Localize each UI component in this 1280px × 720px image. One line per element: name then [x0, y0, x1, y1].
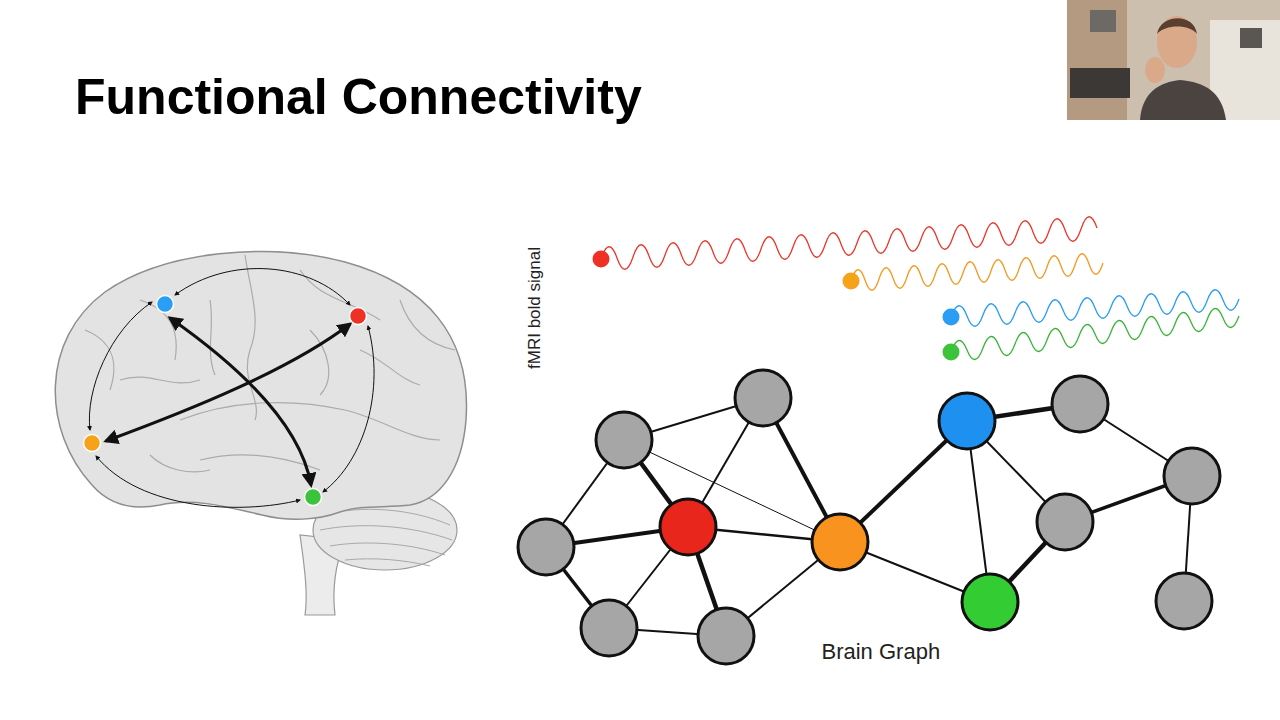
graph-node: [735, 370, 791, 426]
brain-outline: [55, 252, 466, 520]
graph-node: [962, 574, 1018, 630]
brain-region-dot: [157, 296, 174, 313]
graph-node: [1037, 494, 1093, 550]
bold-signal: [851, 254, 1103, 291]
graph-node: [596, 412, 652, 468]
connectivity-arrow: [170, 318, 311, 485]
bold-signal: [951, 290, 1239, 327]
brain-region-dot: [84, 435, 101, 452]
cerebellum-folds: [320, 509, 452, 566]
webcam-person-head: [1157, 16, 1197, 68]
graph-node: [1156, 573, 1212, 629]
signal-dot: [843, 273, 860, 290]
graph-node: [581, 600, 637, 656]
brain-region-dot: [305, 489, 322, 506]
webcam-wall: [1067, 0, 1127, 120]
fmri-signals: [593, 217, 1240, 361]
webcam-person-body: [1140, 80, 1226, 120]
connectivity-arrow: [89, 302, 152, 430]
webcam-picture: [1240, 28, 1262, 48]
slide-title: Functional Connectivity: [75, 68, 642, 126]
graph-node: [812, 514, 868, 570]
graph-edge: [624, 440, 840, 542]
axis-label: fMRI bold signal: [525, 247, 545, 369]
graph-node: [698, 608, 754, 664]
brain-sulci: [85, 255, 455, 472]
webcam-background: [1067, 0, 1280, 120]
webcam-person-hand: [1145, 57, 1165, 83]
graph-node: [660, 499, 716, 555]
webcam-picture: [1090, 10, 1116, 32]
webcam-thumbnail: [1067, 0, 1280, 120]
signal-dot: [593, 251, 610, 268]
brain-illustration: [55, 252, 466, 615]
graph-node: [1164, 448, 1220, 504]
brain-region-dot: [350, 308, 367, 325]
brain-graph: [518, 370, 1220, 664]
graph-caption-label: Brain Graph: [822, 639, 941, 665]
bold-signal: [951, 308, 1239, 359]
graph-node: [518, 519, 574, 575]
connectivity-arrow: [323, 326, 374, 492]
graph-node: [1052, 376, 1108, 432]
signal-dot: [943, 309, 960, 326]
webcam-printer: [1070, 68, 1130, 98]
webcam-person-hair: [1157, 18, 1197, 34]
connectivity-arrow: [96, 456, 300, 507]
connectivity-arrow: [175, 269, 350, 305]
graph-node: [939, 393, 995, 449]
connectivity-arrow: [106, 324, 350, 441]
signal-dot: [943, 344, 960, 361]
